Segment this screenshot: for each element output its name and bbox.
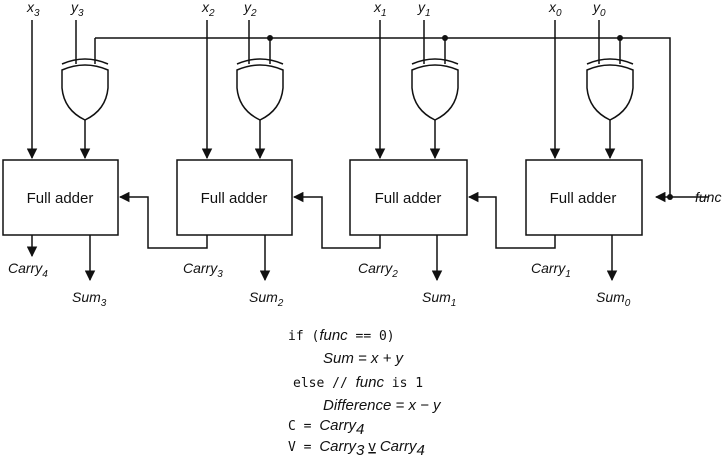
full-adder-3 [2,159,119,236]
full-adder-0 [525,159,643,236]
func-control-line: func [95,35,721,205]
stage-bit-2: x2 y2 Full adder Carry3 Sum2 [118,0,293,309]
input-y0-label: y0 [592,0,606,19]
input-y2-label: y2 [243,0,257,19]
input-x0-label: x0 [548,0,562,19]
stage-bit-3: x3 y3 Full adder Carry4 Sum3 [2,0,119,309]
stage-bit-1: x1 y1 Full adder Carry2 Sum1 [292,0,468,309]
carry2-label: Carry2 [358,260,398,280]
stage-bit-0: x0 y0 Full adder Carry1 Sum0 [467,0,643,309]
carry3-label: Carry3 [183,260,223,280]
full-adder-0-label: Full adder [550,190,617,207]
pseudocode-line-else: else // func is 1 [293,374,423,391]
xor-gate-0 [586,64,634,121]
sum3-label: Sum3 [72,289,107,309]
input-x3-label: x3 [26,0,40,19]
full-adder-3-label: Full adder [27,190,94,207]
pseudocode-line-if: if (func == 0) [288,327,395,344]
full-adder-1-label: Full adder [375,190,442,207]
input-y1-label: y1 [417,0,431,19]
pseudocode-line-c: C = Carry4 [288,417,364,438]
input-y3-label: y3 [70,0,84,19]
full-adder-1 [349,159,468,236]
input-x2-label: x2 [201,0,215,19]
input-x1-label: x1 [373,0,387,19]
full-adder-2-label: Full adder [201,190,268,207]
sum0-label: Sum0 [596,289,631,309]
xor-gate-2 [236,64,284,121]
xor-gate-3 [61,64,109,121]
sum2-label: Sum2 [249,289,284,309]
func-label: func [695,189,721,205]
pseudocode-block: if (func == 0) Sum = x + y else // func … [288,327,442,459]
xor-gate-1 [411,64,459,121]
pseudocode-line-difference: Difference = x − y [323,397,442,414]
full-adder-2 [176,159,293,236]
carry4-label: Carry4 [8,260,48,280]
carry1-label: Carry1 [531,260,571,280]
sum1-label: Sum1 [422,289,456,309]
pseudocode-line-sum: Sum = x + y [323,350,405,367]
